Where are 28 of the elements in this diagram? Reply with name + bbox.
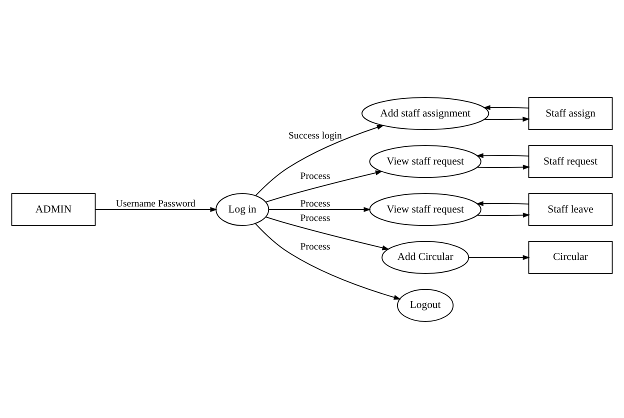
arrow — [476, 152, 530, 158]
node-ellipse: Logout — [397, 288, 454, 322]
arrow — [483, 104, 529, 110]
node-box: Staff leave — [528, 192, 613, 226]
node-box: Circular — [528, 240, 613, 274]
node-ellipse: Log in — [216, 192, 270, 226]
arrow — [476, 200, 530, 206]
arrow — [477, 212, 530, 218]
edge-label: Username Password — [116, 198, 196, 210]
arrow — [265, 170, 383, 202]
edge-label: Process — [300, 170, 330, 182]
edge-label: Process — [300, 212, 330, 224]
arrow — [95, 206, 218, 212]
edge-label: Success login — [288, 130, 342, 141]
arrow — [468, 254, 530, 260]
arrow — [255, 124, 384, 196]
arrow — [477, 164, 530, 170]
edge-label: Process — [300, 198, 330, 210]
arrow — [265, 216, 390, 250]
node-ellipse: View staff request — [369, 144, 482, 178]
node-box: ADMIN — [11, 192, 96, 226]
edge-label: Process — [300, 240, 330, 252]
arrow — [484, 116, 530, 122]
arrow — [255, 222, 401, 300]
node-box: Staff assign — [528, 96, 613, 130]
arrow — [268, 206, 371, 212]
node-ellipse: View staff request — [369, 192, 482, 226]
node-box: Staff request — [528, 144, 613, 178]
